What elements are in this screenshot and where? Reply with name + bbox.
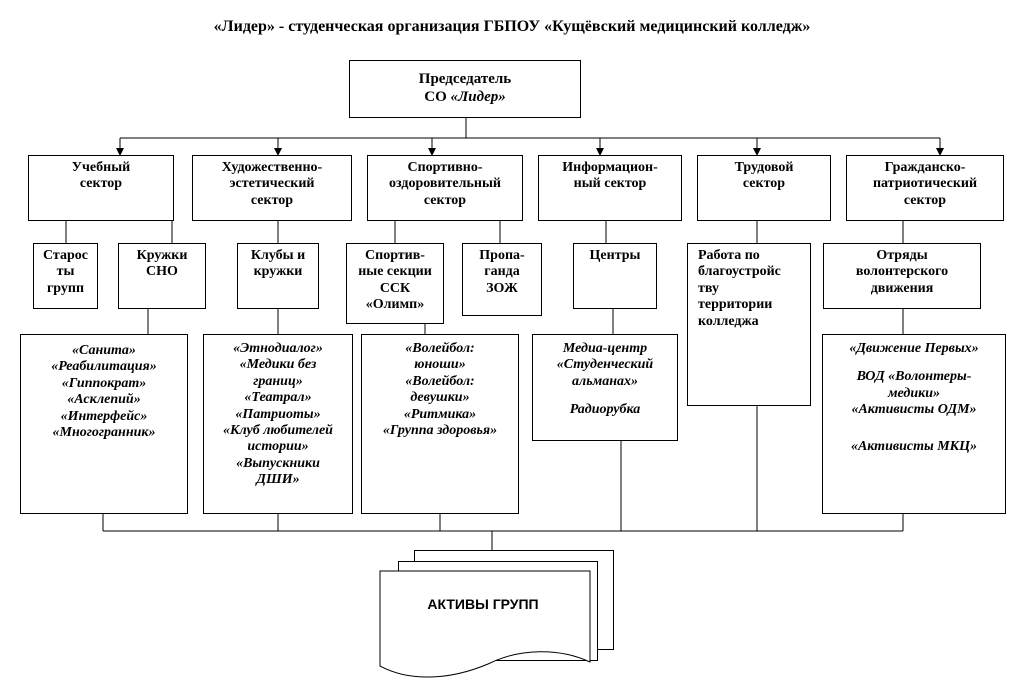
list-sport-sections: «Волейбол: юноши» «Волейбол: девушки» «Р… xyxy=(361,334,519,514)
chairman-org: СО «Лидер» xyxy=(424,89,506,105)
page-title: «Лидер» - студенческая организация ГБПОУ… xyxy=(213,18,811,35)
sector-sports: Спортивно- оздоровительный сектор xyxy=(367,155,523,221)
sector-academic: Учебный сектор xyxy=(28,155,174,221)
sector-information: Информацион- ный сектор xyxy=(538,155,682,221)
subunit-sport-sections: Спортив- ные секции ССК «Олимп» xyxy=(346,243,444,324)
sector-arts: Художественно- эстетический сектор xyxy=(192,155,352,221)
chairman-box: Председатель СО «Лидер» xyxy=(349,60,581,118)
subunit-group-heads: Старос ты групп xyxy=(33,243,98,309)
subunit-landscaping: Работа по благоустройс тву территории ко… xyxy=(687,243,811,406)
list-media-centers: Медиа-центр «Студенческий альманах» Ради… xyxy=(532,334,678,441)
subunit-clubs-sno: Кружки СНО xyxy=(118,243,206,309)
list-volunteer-units: «Движение Первых» ВОД «Волонтеры- медики… xyxy=(822,334,1006,514)
sector-labour: Трудовой сектор xyxy=(697,155,831,221)
subunit-clubs-circles: Клубы и кружки xyxy=(237,243,319,309)
assets-label: АКТИВЫ ГРУПП xyxy=(427,596,539,612)
subunit-centers: Центры xyxy=(573,243,657,309)
subunit-healthy-lifestyle: Пропа- ганда ЗОЖ xyxy=(462,243,542,316)
chairman-title: Председатель xyxy=(418,71,512,88)
list-academic-clubs: «Санита» «Реабилитация» «Гиппократ» «Аск… xyxy=(20,334,188,514)
sector-civic: Гражданско- патриотический сектор xyxy=(846,155,1004,221)
subunit-volunteer-units: Отряды волонтерского движения xyxy=(823,243,981,309)
list-arts-clubs: «Этнодиалог» «Медики без границ» «Театра… xyxy=(203,334,353,514)
